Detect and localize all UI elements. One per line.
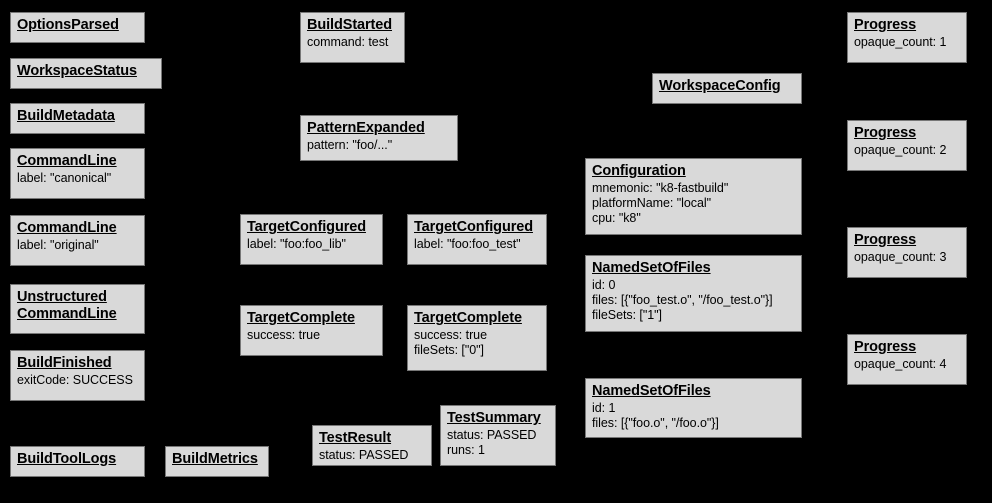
event-node-title: Progress <box>854 17 917 33</box>
event-node-title: TestSummary <box>447 410 541 426</box>
event-node-target-configured-foo-lib[interactable]: TargetConfigured label: "foo:foo_lib" <box>240 214 383 265</box>
event-node-fields: pattern: "foo/..." <box>307 138 451 153</box>
event-node-field: pattern: "foo/..." <box>307 138 393 153</box>
event-node-field: files: [{"foo_test.o", "/foo_test.o"}] <box>592 292 773 307</box>
event-node-progress-3[interactable]: Progress opaque_count: 3 <box>847 227 967 278</box>
event-node-field: label: "original" <box>17 238 99 253</box>
event-node-fields: label: "foo:foo_test" <box>414 237 540 252</box>
event-node-title: Progress <box>854 232 917 248</box>
event-node-title: TestResult <box>319 430 392 446</box>
event-node-title: Progress <box>854 125 917 141</box>
event-node-title: BuildMetadata <box>17 108 115 124</box>
event-node-field: command: test <box>307 35 389 50</box>
event-node-options-parsed[interactable]: OptionsParsed <box>10 12 145 43</box>
event-node-title: NamedSetOfFiles <box>592 260 711 276</box>
event-node-field: files: [{"foo.o", "/foo.o"}] <box>592 415 719 430</box>
event-node-workspace-config[interactable]: WorkspaceConfig <box>652 73 802 104</box>
event-node-field: opaque_count: 4 <box>854 357 947 372</box>
event-node-field: runs: 1 <box>447 442 485 457</box>
event-node-field: mnemonic: "k8-fastbuild" <box>592 181 729 196</box>
event-node-fields: status: PASSED <box>319 448 425 463</box>
event-node-field: opaque_count: 3 <box>854 250 947 265</box>
event-node-fields: opaque_count: 1 <box>854 35 960 50</box>
event-node-field: id: 0 <box>592 278 616 293</box>
event-node-title: BuildMetrics <box>172 451 258 467</box>
event-node-fields: opaque_count: 3 <box>854 250 960 265</box>
event-node-title: BuildStarted <box>307 17 393 33</box>
event-node-fields: mnemonic: "k8-fastbuild"platformName: "l… <box>592 181 795 225</box>
event-node-title: WorkspaceStatus <box>17 63 137 79</box>
event-node-field: fileSets: ["1"] <box>592 307 662 322</box>
event-node-title: WorkspaceConfig <box>659 78 781 94</box>
event-node-field: status: PASSED <box>447 428 537 443</box>
event-node-fields: exitCode: SUCCESS <box>17 373 138 388</box>
event-node-title: PatternExpanded <box>307 120 425 136</box>
event-node-title: BuildToolLogs <box>17 451 117 467</box>
event-node-build-metadata[interactable]: BuildMetadata <box>10 103 145 134</box>
event-node-progress-4[interactable]: Progress opaque_count: 4 <box>847 334 967 385</box>
event-node-title: Progress <box>854 339 917 355</box>
event-node-build-started[interactable]: BuildStarted command: test <box>300 12 405 63</box>
event-node-build-finished[interactable]: BuildFinished exitCode: SUCCESS <box>10 350 145 401</box>
event-node-configuration[interactable]: Configuration mnemonic: "k8-fastbuild"pla… <box>585 158 802 235</box>
event-node-fields: opaque_count: 2 <box>854 143 960 158</box>
event-node-title: TargetComplete <box>414 310 522 326</box>
event-node-field: cpu: "k8" <box>592 210 641 225</box>
event-node-title: Configuration <box>592 163 686 179</box>
event-node-progress-1[interactable]: Progress opaque_count: 1 <box>847 12 967 63</box>
event-node-field: platformName: "local" <box>592 195 711 210</box>
event-node-fields: success: true <box>247 328 376 343</box>
event-node-command-line-original[interactable]: CommandLine label: "original" <box>10 215 145 266</box>
event-node-fields: opaque_count: 4 <box>854 357 960 372</box>
event-node-field: label: "foo:foo_lib" <box>247 237 346 252</box>
event-node-target-configured-foo-test[interactable]: TargetConfigured label: "foo:foo_test" <box>407 214 547 265</box>
event-node-field: opaque_count: 2 <box>854 143 947 158</box>
event-node-target-complete-lib[interactable]: TargetComplete success: true <box>240 305 383 356</box>
event-node-fields: label: "original" <box>17 238 138 253</box>
event-node-field: id: 1 <box>592 401 616 416</box>
event-node-field: fileSets: ["0"] <box>414 342 484 357</box>
event-node-workspace-status[interactable]: WorkspaceStatus <box>10 58 162 89</box>
event-node-title: CommandLine <box>17 153 117 169</box>
event-node-field: success: true <box>247 328 320 343</box>
event-node-build-metrics[interactable]: BuildMetrics <box>165 446 269 477</box>
event-node-field: status: PASSED <box>319 448 409 463</box>
event-node-fields: command: test <box>307 35 398 50</box>
event-node-title: TargetConfigured <box>414 219 533 235</box>
event-node-test-result[interactable]: TestResult status: PASSED <box>312 425 432 466</box>
event-node-command-line-canonical[interactable]: CommandLine label: "canonical" <box>10 148 145 199</box>
event-node-title: NamedSetOfFiles <box>592 383 711 399</box>
event-node-field: label: "foo:foo_test" <box>414 237 521 252</box>
event-node-field: exitCode: SUCCESS <box>17 373 133 388</box>
event-node-title: TargetConfigured <box>247 219 366 235</box>
event-node-build-tool-logs[interactable]: BuildToolLogs <box>10 446 145 477</box>
event-node-pattern-expanded[interactable]: PatternExpanded pattern: "foo/..." <box>300 115 458 161</box>
event-node-field: label: "canonical" <box>17 171 112 186</box>
event-node-title: OptionsParsed <box>17 17 119 33</box>
event-node-title: Unstructured CommandLine <box>17 289 117 323</box>
event-node-title: BuildFinished <box>17 355 112 371</box>
event-node-title: CommandLine <box>17 220 117 236</box>
event-node-fields: label: "canonical" <box>17 171 138 186</box>
event-node-field: success: true <box>414 328 487 343</box>
event-node-title: TargetComplete <box>247 310 355 326</box>
event-node-fields: label: "foo:foo_lib" <box>247 237 376 252</box>
event-node-progress-2[interactable]: Progress opaque_count: 2 <box>847 120 967 171</box>
event-node-field: opaque_count: 1 <box>854 35 947 50</box>
event-node-unstructured-command-line[interactable]: Unstructured CommandLine <box>10 284 145 334</box>
